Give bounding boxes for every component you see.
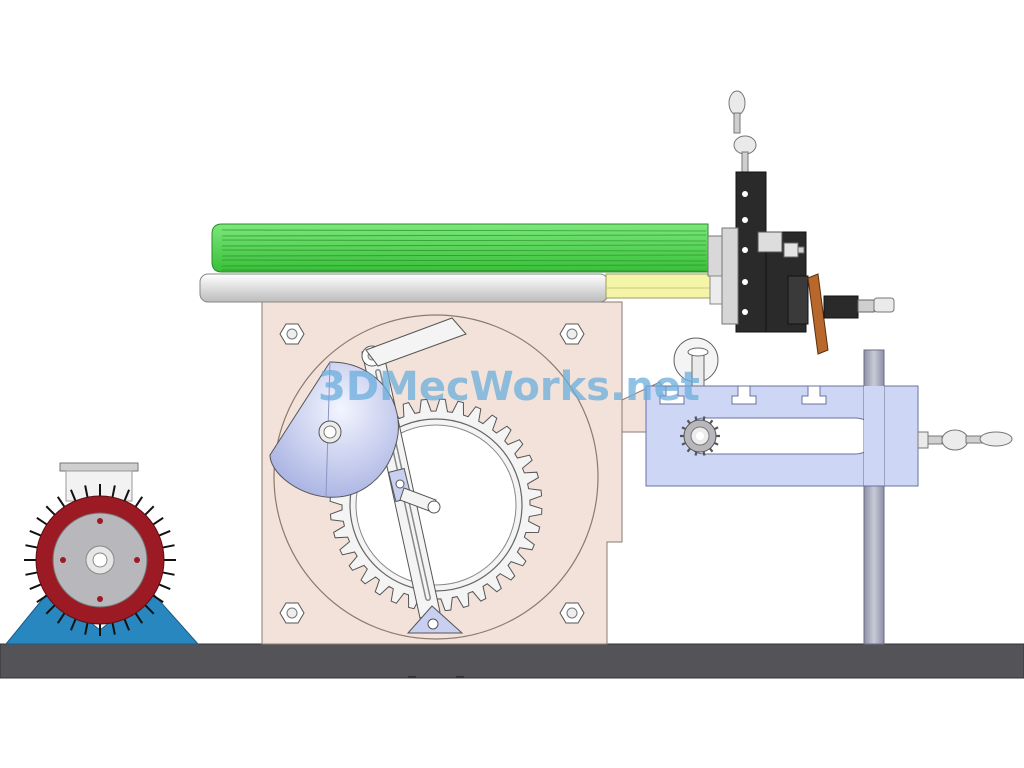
ram-rib (221, 234, 707, 237)
tool-bit (857, 299, 875, 313)
base-plate (0, 643, 1024, 679)
ram-rib (221, 239, 707, 242)
tool-bit-holder (823, 295, 859, 319)
t-slots (659, 385, 827, 405)
ratchet-tooth (702, 416, 706, 421)
hex-bolt-icon (559, 323, 585, 345)
ram-end-collar (707, 235, 723, 277)
ratchet-tooth (694, 416, 698, 421)
ram-rib (221, 259, 707, 262)
cam-disc (269, 361, 399, 498)
ratchet-tooth (681, 426, 687, 431)
ram-rib (221, 269, 707, 272)
ratchet-tooth (694, 451, 698, 456)
ratchet-tooth (709, 447, 714, 453)
hex-bolt-icon (559, 602, 585, 624)
ratchet-tooth (686, 419, 691, 425)
ratchet-tooth (713, 441, 719, 446)
ram-rib (221, 249, 707, 252)
ratchet-tooth (681, 441, 687, 446)
ratchet-tooth (702, 451, 706, 456)
tool-slide-plate (721, 227, 739, 325)
ram-assembly (199, 223, 723, 305)
electric-motor (4, 462, 200, 645)
ram-rib (221, 254, 707, 257)
ram-rib (221, 264, 707, 267)
ratchet-tooth (709, 419, 714, 425)
tool-head (721, 90, 895, 355)
ratchet-tooth (713, 426, 719, 431)
ram-rib (221, 244, 707, 247)
watermark-text: 3DMecWorks.net (318, 364, 700, 410)
motor-bolt (60, 557, 66, 563)
handle-knob-icon (728, 90, 757, 173)
ram-ribs (221, 229, 707, 272)
hex-bolt-icon (279, 323, 305, 345)
motor-top-cap (59, 462, 139, 472)
hex-bolt-icon (279, 602, 305, 624)
motor-bolt (97, 596, 103, 602)
ratchet-tooth (686, 447, 691, 453)
ram-slide (605, 273, 711, 299)
motor-bolt (134, 557, 140, 563)
connecting-link (365, 317, 467, 367)
tool-clapper-plate (807, 273, 829, 355)
motor-bolt (97, 518, 103, 524)
ram-rib (221, 229, 707, 232)
tool-nut (783, 242, 799, 258)
guide-rod (199, 273, 609, 303)
motor-shaft (92, 552, 108, 568)
handle-knob-icon (917, 429, 1013, 451)
frame-inner-ring (273, 314, 599, 640)
